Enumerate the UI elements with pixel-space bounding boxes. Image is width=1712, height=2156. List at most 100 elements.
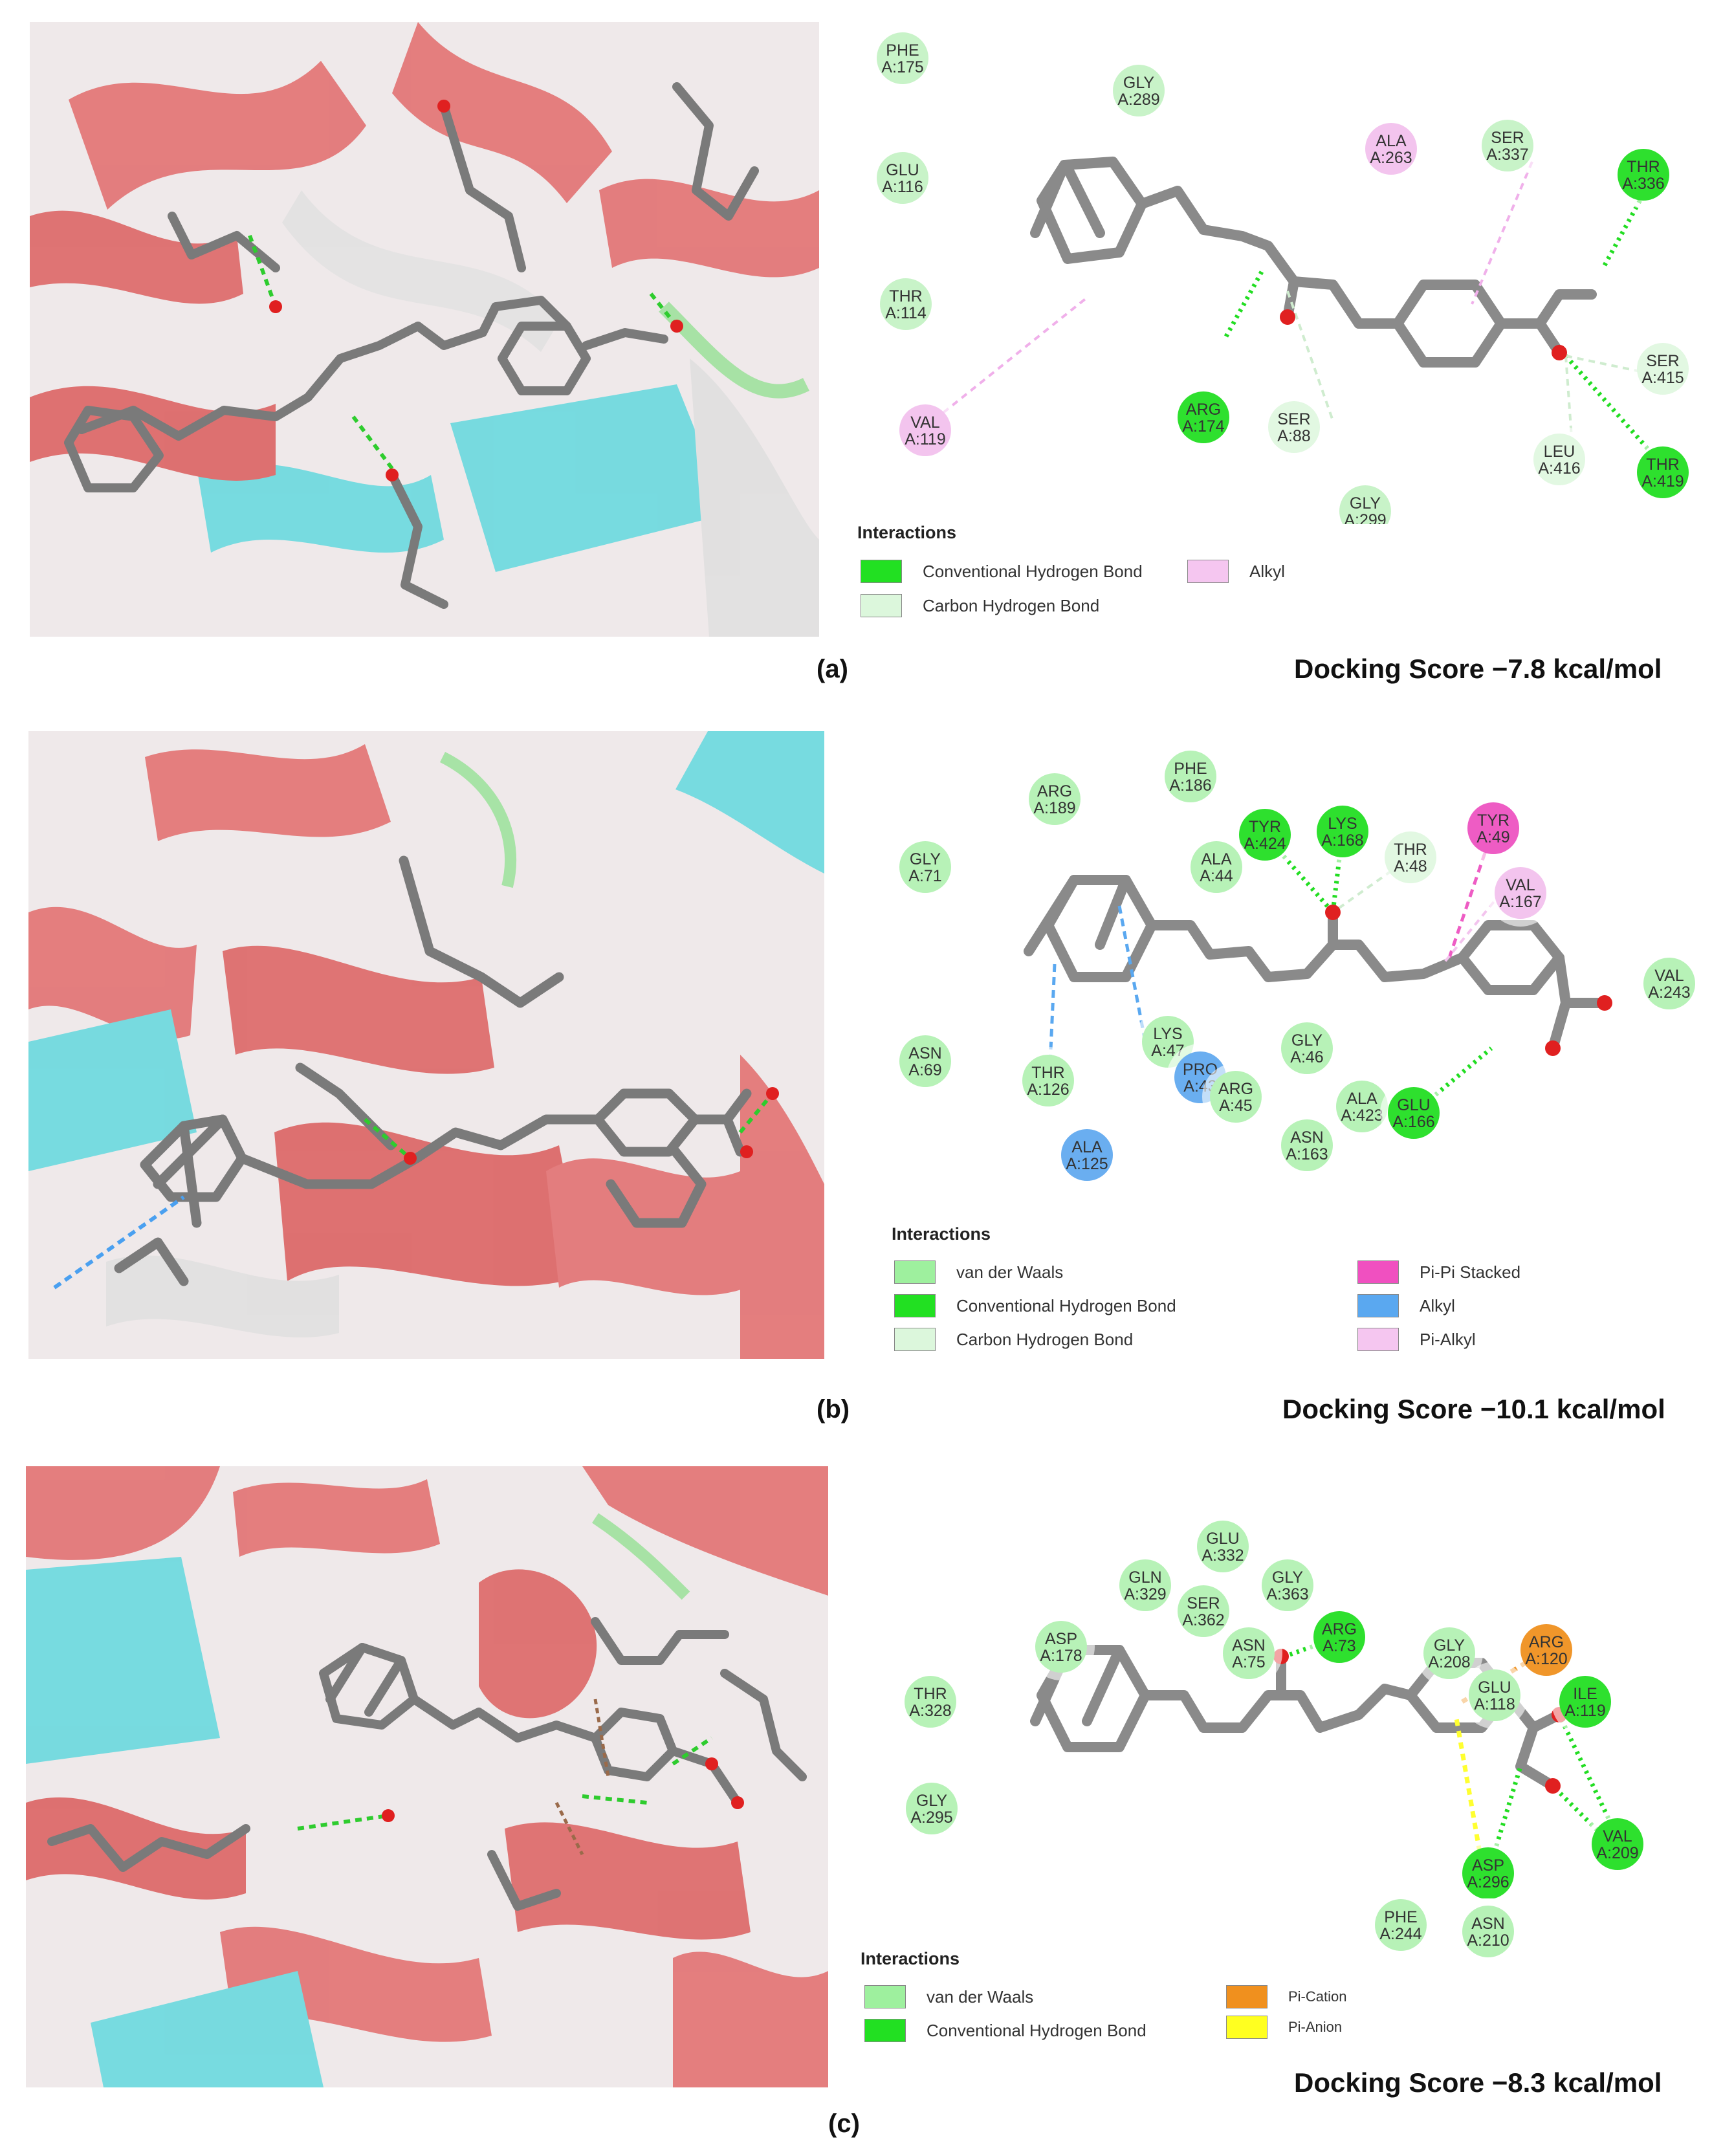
panel-b-legend-pialkyl: Pi-Alkyl [1357,1328,1476,1351]
residue-name: LYS [1328,815,1357,833]
residue-number: A:48 [1394,857,1427,875]
residue-name: SER [1491,129,1524,147]
residue-number: A:210 [1467,1931,1509,1950]
residue-name: PHE [886,41,919,60]
residue-number: A:329 [1124,1585,1166,1603]
residue-name: THR [1031,1064,1064,1082]
residue-name: PHE [1174,760,1207,778]
residue-disc [1061,1129,1113,1181]
residue-number: A:419 [1641,472,1684,490]
residue-disc [1262,1559,1313,1611]
residue-name: ASN [1232,1636,1265,1655]
panel-a-legend-hbond: Conventional Hydrogen Bond [861,560,1143,583]
residue-disc [1618,149,1669,201]
residue-name: GLY [916,1792,947,1810]
residue-number: A:263 [1370,149,1412,167]
residue-number: A:126 [1027,1081,1069,1099]
panel-a-legend-chb: Carbon Hydrogen Bond [861,594,1099,617]
residue-disc [1313,1611,1365,1663]
legend-swatch [861,594,902,617]
residue-disc [905,1676,956,1728]
residue-disc [1533,434,1585,485]
residue-disc [1210,1071,1262,1123]
residue-disc [1520,1624,1572,1676]
legend-swatch [1187,560,1229,583]
panel-c-docking-score: Docking Score −8.3 kcal/mol [1294,2067,1662,2098]
residue-name: GLY [1123,74,1154,92]
panel-b-letter: (b) [817,1395,850,1424]
residue-disc [877,152,928,204]
residue-name: VAL [1506,876,1535,894]
panel-b-3d-view [28,731,824,1359]
residue-number: A:45 [1219,1097,1252,1115]
residue-number: A:166 [1392,1113,1434,1131]
residue-disc [1462,1906,1514,1957]
residue-name: LYS [1153,1025,1182,1043]
residue-name: VAL [910,413,939,432]
residue-disc [1035,1621,1087,1673]
residue-disc [1559,1676,1611,1728]
legend-swatch [861,560,902,583]
residue-number: A:415 [1641,369,1684,387]
residue-disc [1239,809,1291,861]
residue-name: LEU [1544,443,1575,461]
residue-number: A:178 [1040,1647,1082,1665]
residue-disc [1281,1119,1333,1171]
residue-number: A:424 [1244,835,1286,853]
residue-number: A:46 [1290,1048,1323,1066]
residue-disc [1495,867,1546,919]
panel-b-legend-alkyl: Alkyl [1357,1294,1455,1317]
residue-disc [1637,343,1689,395]
residue-number: A:186 [1169,776,1211,795]
residue-disc [906,1783,958,1834]
residue-name: ASN [1290,1128,1323,1147]
residue-number: A:336 [1622,175,1664,193]
residue-name: ARG [1218,1080,1253,1098]
residue-number: A:75 [1232,1653,1265,1671]
residue-name: GLU [886,161,919,179]
panel-c-legend-pianion: Pi-Anion [1226,2016,1342,2039]
legend-swatch [894,1294,936,1317]
residue-disc [1385,831,1436,883]
residue-disc [1423,1627,1475,1679]
residue-number: A:289 [1117,91,1159,109]
residue-number: A:416 [1538,459,1580,478]
legend-swatch [864,1985,906,2008]
residue-number: A:73 [1322,1637,1355,1655]
residue-name: ASN [1471,1915,1504,1933]
panel-b-legend-title: Interactions [892,1224,991,1244]
residue-disc [1592,1818,1643,1870]
panel-b-legend-pipi: Pi-Pi Stacked [1357,1260,1520,1284]
residue-disc [877,32,928,84]
residue-number: A:174 [1182,417,1224,435]
residue-number: A:114 [885,304,927,322]
residue-name: TYR [1249,818,1281,836]
residue-disc [1365,123,1417,175]
panel-c-legend-vdw: van der Waals [864,1985,1033,2008]
residue-name: ALA [1346,1090,1377,1108]
